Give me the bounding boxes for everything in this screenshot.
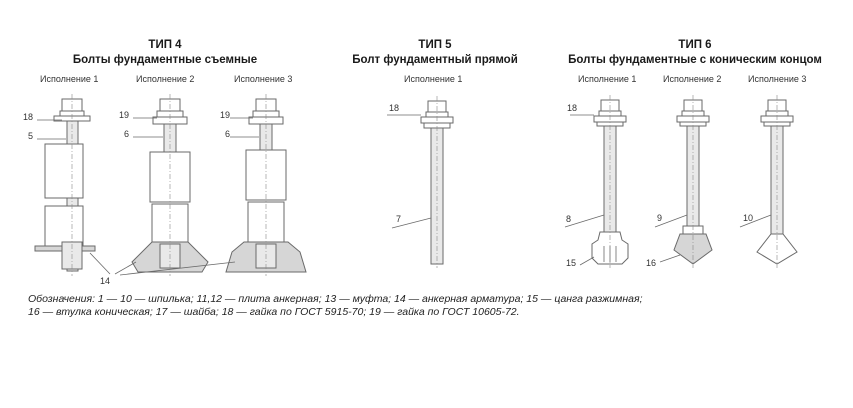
callout-19-type4-v3: 19 [220,110,231,120]
type5-variant-1: Исполнение 1 [404,74,463,84]
callout-18-type5: 18 [389,103,400,113]
callout-19-type4-v2: 19 [119,110,130,120]
type6-header: ТИП 6 Болты фундаментные с коническим ко… [560,38,830,68]
type4-variant-2: Исполнение 2 [136,74,195,84]
type4-leaders [37,117,259,276]
type4-variant2-bolt [131,94,209,276]
callout-5: 5 [28,131,34,141]
type5-subtitle: Болт фундаментный прямой [352,54,518,66]
type6-variant2-bolt [654,95,713,268]
type6-subtitle: Болты фундаментные с коническим концом [568,54,822,66]
type4-variant-3: Исполнение 3 [234,74,293,84]
callout-9: 9 [657,213,663,223]
type4-variant-1: Исполнение 1 [40,74,99,84]
type4-header: ТИП 4 Болты фундаментные съемные [60,38,270,68]
callout-6-type4-v3: 6 [225,129,231,139]
type6-variant-3: Исполнение 3 [748,74,807,84]
callout-18-type4-v1: 18 [23,112,34,122]
legend-line-2: 16 — втулка коническая; 17 — шайба; 18 —… [28,306,520,318]
callout-7: 7 [396,214,402,224]
type4-variant1-bolt [34,94,96,276]
callout-14: 14 [100,276,111,286]
type6-title: ТИП 6 [678,39,712,51]
type6-variant-1: Исполнение 1 [578,74,637,84]
callout-18-type6-v1: 18 [567,103,578,113]
type4-title: ТИП 4 [148,39,182,51]
type6-variant-2: Исполнение 2 [663,74,722,84]
type6-variant3-bolt [739,95,798,268]
type4-subtitle: Болты фундаментные съемные [72,54,258,66]
type5-title: ТИП 5 [418,39,452,51]
type6-variant1-bolt [564,95,629,268]
type4-variant3-bolt [225,94,307,276]
callout-8: 8 [566,214,572,224]
callout-16: 16 [646,258,657,268]
type5-bolt [387,96,454,268]
type5-header: ТИП 5 Болт фундаментный прямой [335,38,535,68]
callout-15: 15 [566,258,577,268]
callout-10: 10 [743,213,754,223]
legend-line-1: Обозначения: 1 — 10 — шпилька; 11,12 — п… [28,293,643,305]
callout-6-type4-v2: 6 [124,129,130,139]
